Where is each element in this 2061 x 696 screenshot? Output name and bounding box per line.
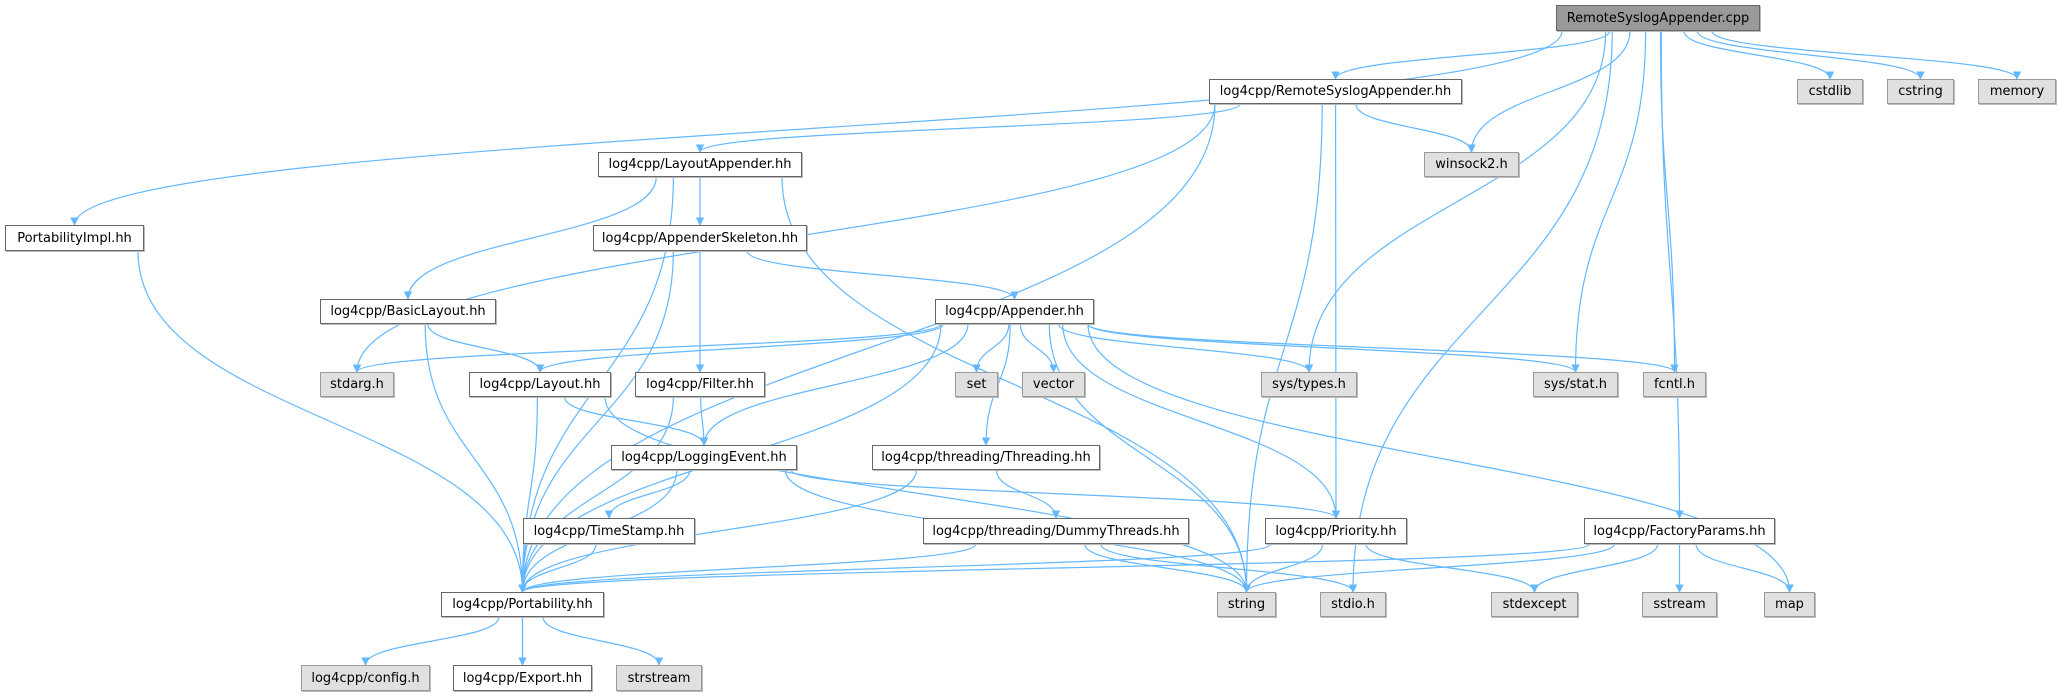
node-systypes: sys/types.h — [1261, 372, 1357, 397]
edge-logev-to-priority — [790, 469, 1341, 519]
node-priority[interactable]: log4cpp/Priority.hh — [1265, 518, 1407, 544]
edge-appender-to-fcntl — [1087, 323, 1679, 373]
edge-factory-to-portability — [518, 543, 1591, 593]
node-logev[interactable]: log4cpp/LoggingEvent.hh — [611, 445, 797, 470]
edge-threading-to-portability — [518, 469, 918, 593]
edge-factory-to-string — [1242, 543, 1616, 593]
node-vector: vector — [1022, 372, 1085, 397]
edge-portability-to-strstream — [542, 616, 664, 666]
edge-appender-to-map — [1087, 323, 1794, 593]
edge-cpp-to-memory — [1711, 30, 2022, 80]
node-rsa[interactable]: log4cpp/RemoteSyslogAppender.hh — [1209, 79, 1462, 104]
node-lapp[interactable]: log4cpp/LayoutAppender.hh — [598, 152, 802, 177]
edge-cpp-to-winsock — [1467, 30, 1631, 153]
node-timestamp[interactable]: log4cpp/TimeStamp.hh — [523, 518, 695, 544]
node-cpp[interactable]: RemoteSyslogAppender.cpp — [1556, 5, 1760, 31]
edge-appender-to-layout — [535, 323, 944, 373]
edge-factory-to-stdexcept — [1530, 543, 1659, 593]
edge-appender-to-sysstat — [1087, 323, 1580, 373]
edge-layout-to-string — [604, 396, 1251, 593]
node-dummy[interactable]: log4cpp/threading/DummyThreads.hh — [923, 518, 1189, 544]
edge-portability-to-config — [361, 616, 500, 666]
node-fcntl: fcntl.h — [1643, 372, 1706, 397]
edge-priority-to-stdexcept — [1365, 543, 1539, 593]
edge-cpp-to-cstring — [1696, 30, 1925, 80]
edge-threading-to-dummy — [995, 469, 1061, 519]
edge-dummy-to-portability — [518, 543, 977, 593]
node-string: string — [1217, 592, 1276, 617]
edge-cpp-to-fcntl — [1659, 30, 1679, 373]
node-portability[interactable]: log4cpp/Portability.hh — [441, 592, 604, 617]
edge-basic-to-portability — [424, 323, 527, 593]
node-export[interactable]: log4cpp/Export.hh — [453, 665, 592, 691]
edge-appender-to-set — [972, 323, 1010, 373]
edge-filter-to-portability — [518, 396, 674, 593]
edge-appender-to-vector — [1019, 323, 1058, 373]
node-winsock: winsock2.h — [1424, 152, 1519, 177]
edge-rsa-to-winsock — [1355, 103, 1476, 153]
edge-cpp-to-rsa — [1331, 30, 1611, 80]
edge-cpp-to-cstdlib — [1683, 30, 1835, 80]
edge-askel-to-appender — [746, 250, 1019, 300]
node-map: map — [1764, 592, 1815, 617]
edge-rsa-to-portability — [518, 103, 1216, 593]
node-pimpl[interactable]: PortabilityImpl.hh — [5, 225, 144, 251]
edge-cpp-to-pimpl — [70, 30, 1563, 226]
node-cstdlib: cstdlib — [1797, 79, 1863, 104]
edge-cpp-to-factory — [1660, 30, 1684, 519]
node-stdarg: stdarg.h — [320, 372, 394, 397]
node-filter[interactable]: log4cpp/Filter.hh — [635, 372, 765, 397]
node-sysstat: sys/stat.h — [1533, 372, 1618, 397]
node-sstream: sstream — [1642, 592, 1717, 617]
edge-cpp-to-stdio — [1348, 30, 1613, 593]
edge-layout-to-portability — [518, 396, 538, 593]
node-askel[interactable]: log4cpp/AppenderSkeleton.hh — [593, 225, 807, 251]
edge-appender-to-stdarg — [352, 323, 942, 373]
node-appender[interactable]: log4cpp/Appender.hh — [935, 299, 1094, 324]
edge-rsa-to-lapp — [695, 103, 1241, 153]
edge-filter-to-logev — [699, 396, 709, 446]
edge-appender-to-priority — [1062, 323, 1341, 519]
edge-pimpl-to-portability — [137, 250, 527, 593]
edge-appender-to-threading — [981, 323, 1011, 446]
node-stdio: stdio.h — [1320, 592, 1386, 617]
node-cstring: cstring — [1887, 79, 1954, 104]
edge-factory-to-map — [1695, 543, 1794, 593]
edge-appender-to-logev — [699, 323, 969, 446]
node-basic[interactable]: log4cpp/BasicLayout.hh — [320, 299, 496, 324]
edge-cpp-to-sysstat — [1571, 30, 1647, 373]
node-config: log4cpp/config.h — [301, 665, 430, 691]
node-memory: memory — [1978, 79, 2056, 104]
edge-dummy-to-stdio — [1099, 543, 1358, 593]
node-layout[interactable]: log4cpp/Layout.hh — [469, 372, 611, 397]
node-threading[interactable]: log4cpp/threading/Threading.hh — [872, 445, 1100, 470]
edge-layout-to-logev — [564, 396, 709, 446]
node-factory[interactable]: log4cpp/FactoryParams.hh — [1584, 518, 1775, 544]
edge-dummy-to-string — [1083, 543, 1251, 593]
edge-priority-to-portability — [518, 543, 1272, 593]
edge-lapp-to-basic — [403, 176, 657, 300]
node-set: set — [955, 372, 998, 397]
edge-cpp-to-systypes — [1304, 30, 1607, 373]
edge-lapp-to-string — [781, 176, 1251, 593]
edge-logev-to-timestamp — [604, 469, 691, 519]
edge-basic-to-layout — [427, 323, 545, 373]
node-strstream: strstream — [616, 665, 702, 691]
edge-appender-to-systypes — [1058, 323, 1314, 373]
node-stdexcept: stdexcept — [1491, 592, 1578, 617]
